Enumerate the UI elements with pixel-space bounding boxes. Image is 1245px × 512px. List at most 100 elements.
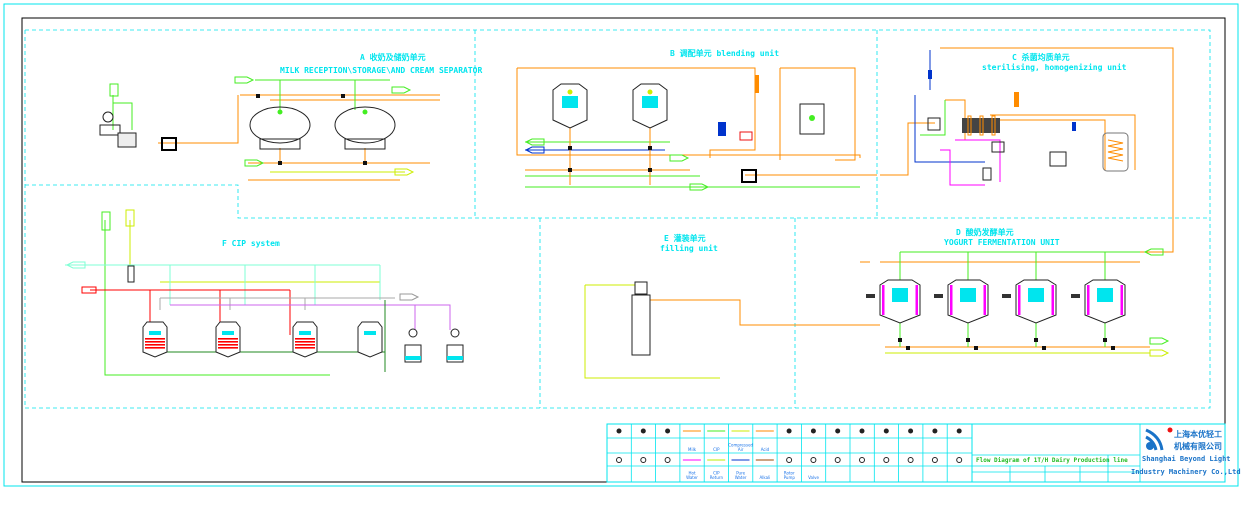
pressure-gauge-icon: [102, 111, 114, 123]
legend-symbol-icon: [859, 428, 865, 434]
steam-inlet-icon: [81, 286, 97, 294]
tank-label-icon: [562, 96, 578, 108]
zone-borders: [24, 29, 1211, 409]
pipe: [112, 95, 133, 130]
zone-d-title-en: YOGURT FERMENTATION UNIT: [944, 238, 1060, 247]
valve-icon: [966, 338, 970, 342]
company-name-en-2: Industry Machinery Co.,Ltd: [1131, 468, 1241, 476]
legend-symbol-icon: [665, 428, 671, 434]
heater-icon: [739, 131, 753, 141]
zone-f-title: F CIP system: [222, 239, 280, 248]
valve-icon: [1042, 346, 1046, 350]
heating-coil-icon: [145, 344, 165, 346]
cip-ball-icon: [277, 109, 283, 115]
valve-icon: [906, 346, 910, 350]
jacket-icon: [1018, 285, 1021, 315]
valve-icon: [278, 161, 282, 165]
cip-pipe-light: [65, 264, 381, 305]
drawing-border: [21, 17, 1226, 483]
legend-symbol-icon: [616, 428, 622, 434]
valve-icon: [1103, 338, 1107, 342]
zone-a-title-cn: A 收奶及储奶单元: [360, 52, 426, 62]
valve-icon: [974, 346, 978, 350]
legend-symbol-icon: [859, 457, 865, 463]
filter-icon: [741, 169, 757, 183]
filling-head: [634, 281, 648, 295]
plate-frame: [991, 115, 996, 136]
cip-tank: [357, 321, 383, 358]
heating-coil-icon: [145, 347, 165, 349]
legend-symbol-icon: [907, 457, 914, 463]
jacket-icon: [1120, 285, 1123, 315]
tank-label-icon: [960, 288, 976, 302]
tank-support: [344, 138, 386, 150]
tank-label-icon: [149, 331, 161, 335]
homogenizer: [1049, 151, 1067, 167]
zone-a-title-en: MILK RECEPTION\STORAGE\AND CREAM SEPARAT…: [280, 66, 482, 75]
pipe: [104, 220, 330, 376]
pipe: [240, 94, 440, 181]
pipe: [914, 95, 985, 163]
pipe-connection-arrow: [1149, 337, 1170, 345]
balance-tank: [927, 117, 941, 131]
jacket-icon: [983, 285, 986, 315]
water-inlet-icon: [1072, 122, 1076, 131]
jacket-icon: [1087, 285, 1090, 315]
cip-pipe: [255, 79, 390, 110]
pipe-connection-arrow: [1149, 349, 1170, 357]
company-name-cn-2: 机械有限公司: [1174, 441, 1222, 451]
legend-symbol-icon: [931, 457, 938, 463]
legend-symbol-icon: [810, 457, 817, 463]
zone-c-title-en: sterilising, homogenizing unit: [982, 62, 1127, 72]
legend-symbol-icon: [883, 428, 889, 434]
tank-label-icon: [1028, 288, 1044, 302]
holding-tube: [991, 141, 1005, 153]
zone-c-title-cn: C 杀菌均质单元: [1012, 52, 1070, 62]
company-name-en-1: Shanghai Beyond Light: [1142, 455, 1231, 463]
jacket-icon: [915, 285, 918, 315]
heating-coil-icon: [218, 347, 238, 349]
legend-label: CIP: [713, 447, 720, 452]
legend-symbol-icon: [956, 457, 963, 463]
pure-water-meter-icon: [718, 122, 726, 136]
legend-symbol-icon: [640, 457, 647, 463]
legend-symbol-icon: [664, 457, 671, 463]
pipe-connection-arrow: [394, 168, 415, 176]
nameplate: [1071, 294, 1080, 298]
heating-coil-icon: [295, 347, 315, 349]
jacket-icon: [882, 285, 885, 315]
valve-icon: [1111, 346, 1115, 350]
heating-coil-icon: [145, 341, 165, 343]
storage-tank: [249, 106, 311, 144]
filter-icon: [127, 265, 135, 283]
pipe-connection-arrow: [524, 146, 545, 154]
heating-coil-icon: [145, 338, 165, 340]
zone-e-title-en: filling unit: [660, 243, 718, 253]
pipe-connection-arrow: [399, 293, 420, 301]
pipe-connection-arrow: [669, 154, 690, 162]
pipe: [584, 284, 720, 379]
legend-label: Milk: [688, 447, 697, 452]
cip-ball-icon: [647, 89, 653, 95]
heating-coil-icon: [218, 344, 238, 346]
pump-icon: [408, 328, 418, 338]
tank-label-icon: [642, 96, 658, 108]
pipe-connection-arrow: [391, 86, 412, 94]
heating-coil-icon: [295, 341, 315, 343]
legend-label: Acid: [761, 447, 770, 452]
air-inlet-icon: [125, 209, 135, 227]
cip-inlet-icon: [109, 83, 119, 97]
pipe: [158, 95, 239, 144]
zone-e-title-cn: E 灌装单元: [664, 233, 706, 243]
nameplate: [866, 294, 875, 298]
pipe-connection-arrow: [1143, 248, 1164, 256]
jacket-icon: [950, 285, 953, 315]
legend-symbol-icon: [810, 428, 816, 434]
jacket-icon: [1051, 285, 1054, 315]
pipe: [650, 299, 880, 326]
heating-coil-icon: [218, 338, 238, 340]
valve-icon: [363, 161, 367, 165]
